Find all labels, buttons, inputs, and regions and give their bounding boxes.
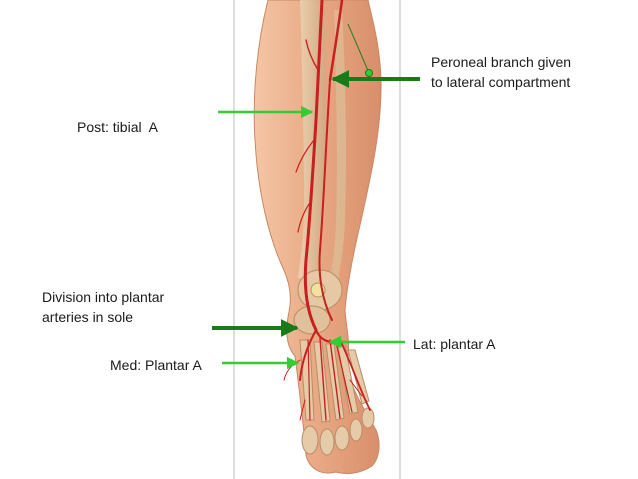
label-division-plantar: Division into plantar arteries in sole <box>42 287 164 327</box>
label-peroneal-line2: to lateral compartment <box>431 74 571 90</box>
label-division-line1: Division into plantar <box>42 289 165 305</box>
label-lateral-plantar: Lat: plantar A <box>413 336 496 352</box>
label-posterior-tibial: Post: tibial A <box>77 119 158 135</box>
label-division-line2: arteries in sole <box>42 309 134 325</box>
label-peroneal-branch: Peroneal branch given to lateral compart… <box>431 52 571 92</box>
peroneal-dot <box>365 69 373 77</box>
label-peroneal-line1: Peroneal branch given <box>431 54 572 70</box>
label-medial-plantar: Med: Plantar A <box>110 357 202 373</box>
peroneal-leader <box>347 23 370 74</box>
